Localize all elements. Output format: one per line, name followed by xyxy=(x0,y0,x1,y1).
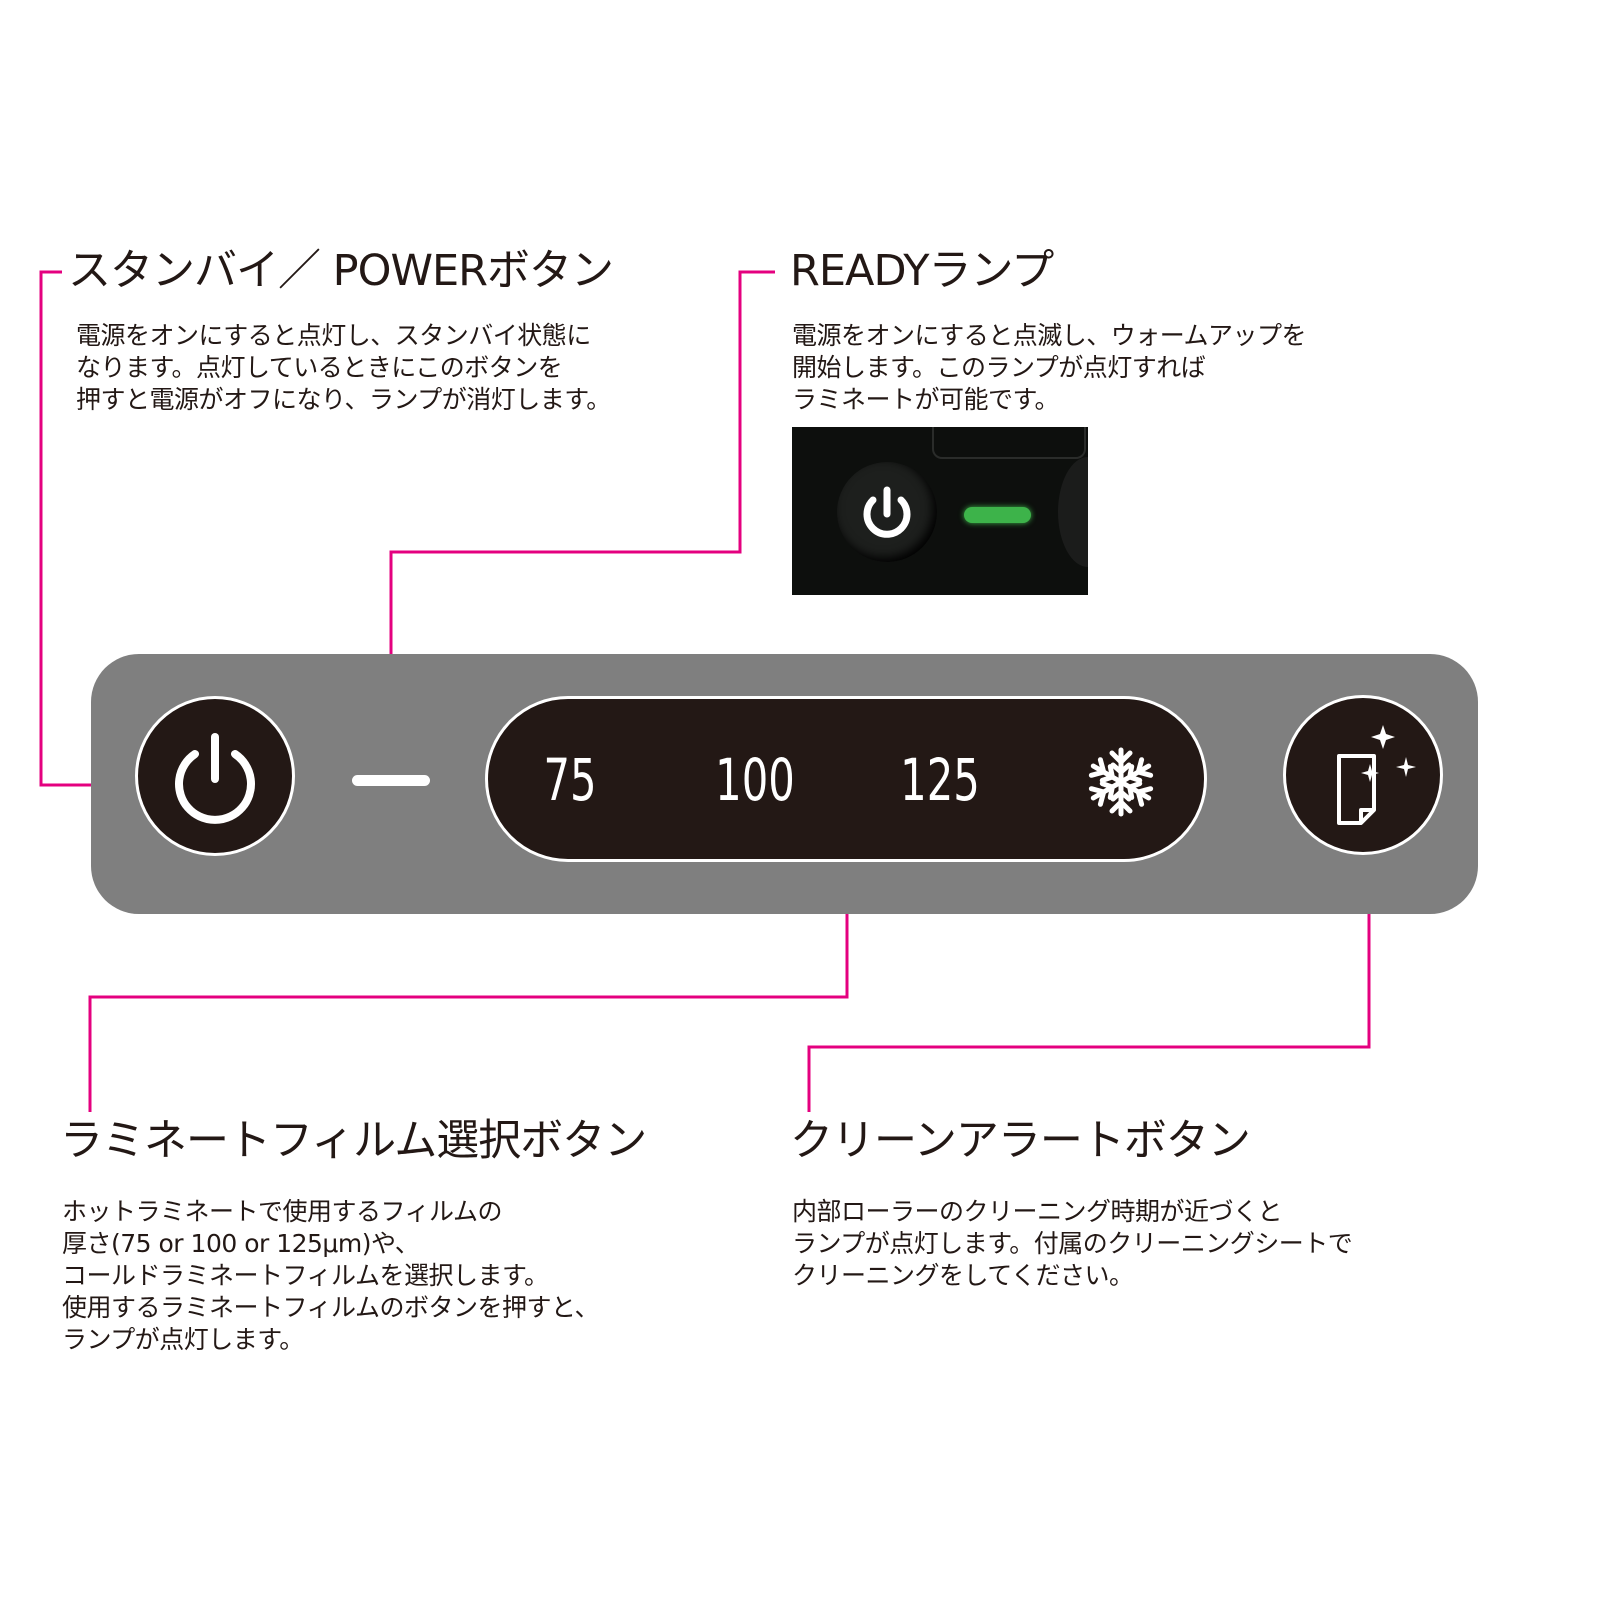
film-100-button[interactable]: 100 xyxy=(715,746,795,814)
film-select-group: 75 100 125 xyxy=(485,696,1207,862)
film-125-button[interactable]: 125 xyxy=(900,746,980,814)
leader-ready xyxy=(389,270,775,765)
power-heading: スタンバイ／ POWERボタン xyxy=(68,246,614,296)
power-icon xyxy=(863,486,911,538)
control-panel: 75 100 125 xyxy=(91,654,1478,914)
ready-lamp-lit xyxy=(964,507,1031,523)
ready-heading: READYランプ xyxy=(790,246,1054,296)
clean-heading: クリーンアラートボタン xyxy=(790,1116,1251,1166)
power-button[interactable] xyxy=(135,696,295,856)
power-description: 電源をオンにすると点灯し、スタンバイ状態に なります。点灯しているときにこのボタ… xyxy=(76,321,611,414)
clean-description: 内部ローラーのクリーニング時期が近づくと ランプが点灯します。付属のクリーニング… xyxy=(792,1197,1353,1290)
power-icon xyxy=(175,733,255,824)
ready-lamp-photo xyxy=(792,427,1088,595)
ready-lamp xyxy=(352,775,430,786)
clean-alert-button[interactable] xyxy=(1283,695,1443,855)
film-description: ホットラミネートで使用するフィルムの 厚さ(75 or 100 or 125μm… xyxy=(62,1197,600,1354)
leader-clean xyxy=(807,850,1371,1112)
snowflake-icon[interactable] xyxy=(1084,745,1158,819)
film-75-button[interactable]: 75 xyxy=(543,746,597,814)
ready-description: 電源をオンにすると点滅し、ウォームアップを 開始します。このランプが点灯すれば … xyxy=(792,321,1307,414)
sparkle-sheet-icon xyxy=(1337,725,1416,825)
inset-power-button xyxy=(837,462,937,562)
film-heading: ラミネートフィルム選択ボタン xyxy=(60,1116,647,1166)
leader-film xyxy=(88,879,849,1112)
